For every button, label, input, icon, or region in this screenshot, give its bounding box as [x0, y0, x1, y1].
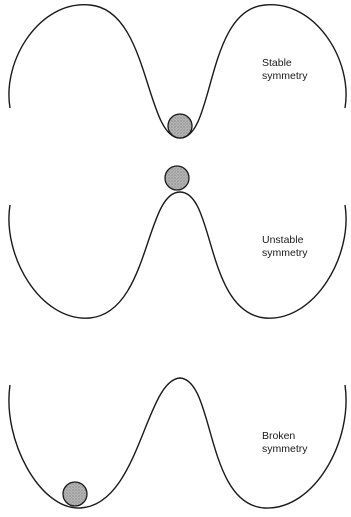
stable-label-line1: Stable — [262, 57, 292, 69]
broken-ball — [62, 481, 88, 507]
unstable-potential-curve — [8, 191, 347, 319]
broken-label-line1: Broken — [262, 430, 296, 442]
stable-label-line2: symmetry — [262, 70, 308, 82]
unstable-symmetry-label: Unstable symmetry — [262, 234, 308, 260]
unstable-label-line2: symmetry — [262, 247, 308, 259]
unstable-ball — [164, 165, 190, 191]
broken-symmetry-label: Broken symmetry — [262, 430, 308, 456]
broken-potential-curve — [8, 377, 347, 509]
unstable-label-line1: Unstable — [262, 234, 304, 246]
broken-label-line2: symmetry — [262, 443, 308, 455]
stable-ball — [167, 113, 193, 139]
stable-symmetry-label: Stable symmetry — [262, 57, 308, 83]
